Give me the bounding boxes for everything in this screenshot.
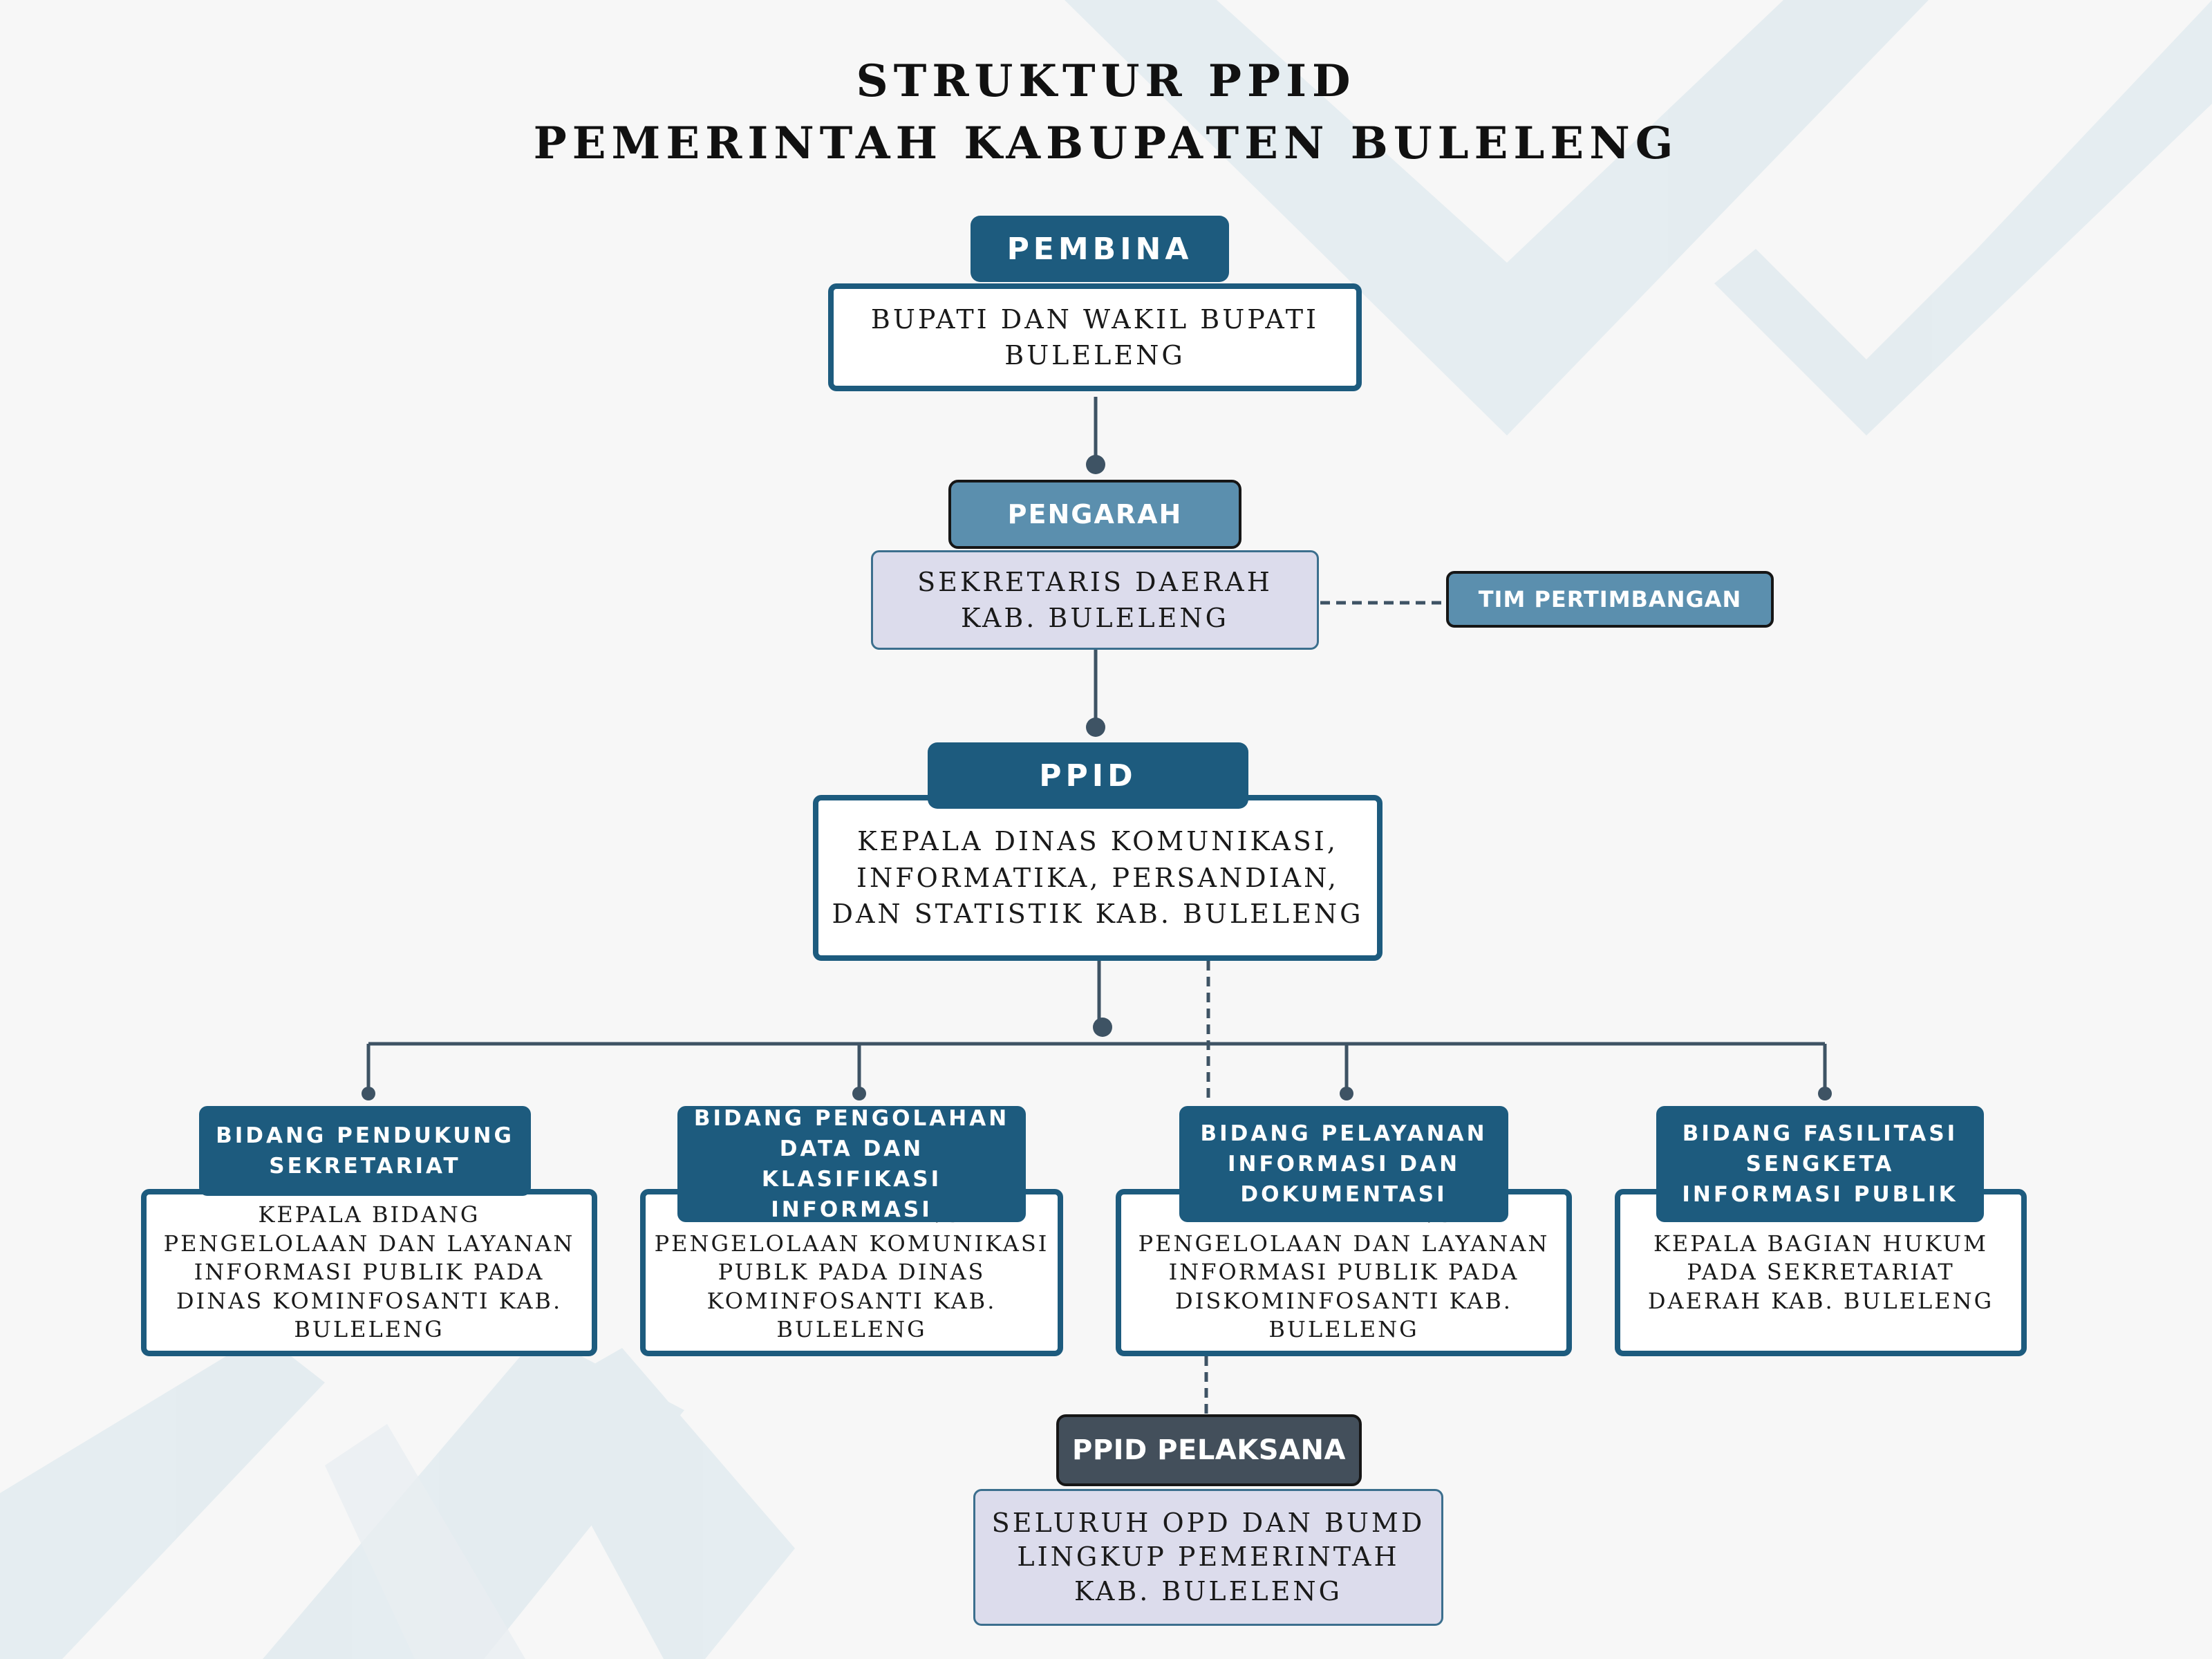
ppid-header: PPID — [928, 742, 1248, 809]
ppid-box: KEPALA DINAS KOMUNIKASI, INFORMATIKA, PE… — [813, 795, 1382, 961]
tim-pertimbangan-box: TIM PERTIMBANGAN — [1446, 571, 1774, 628]
pembina-header: PEMBINA — [971, 216, 1229, 282]
ppid-pelaksana-header: PPID PELAKSANA — [1056, 1414, 1362, 1486]
ppid-pelaksana-box: SELURUH OPD DAN BUMD LINGKUP PEMERINTAH … — [973, 1489, 1443, 1626]
bidang-pelayanan-header: BIDANG PELAYANAN INFORMASI DAN DOKUMENTA… — [1179, 1106, 1508, 1222]
bidang-pendukung-box: KEPALA BIDANG PENGELOLAAN DAN LAYANAN IN… — [141, 1189, 597, 1356]
pembina-box: BUPATI DAN WAKIL BUPATI BULELENG — [828, 283, 1362, 391]
bidang-pengolahan-header: BIDANG PENGOLAHAN DATA DAN KLASIFIKASI I… — [677, 1106, 1026, 1222]
bidang-fasilitasi-header: BIDANG FASILITASI SENGKETA INFORMASI PUB… — [1656, 1106, 1984, 1222]
pengarah-header: PENGARAH — [948, 480, 1241, 549]
pengarah-box: SEKRETARIS DAERAH KAB. BULELENG — [871, 550, 1319, 650]
chart-title-line-1: STRUKTUR PPID — [856, 55, 1356, 107]
bidang-pendukung-header: BIDANG PENDUKUNG SEKRETARIAT — [199, 1106, 531, 1196]
chart-title-line-2: PEMERINTAH KABUPATEN BULELENG — [533, 118, 1679, 169]
